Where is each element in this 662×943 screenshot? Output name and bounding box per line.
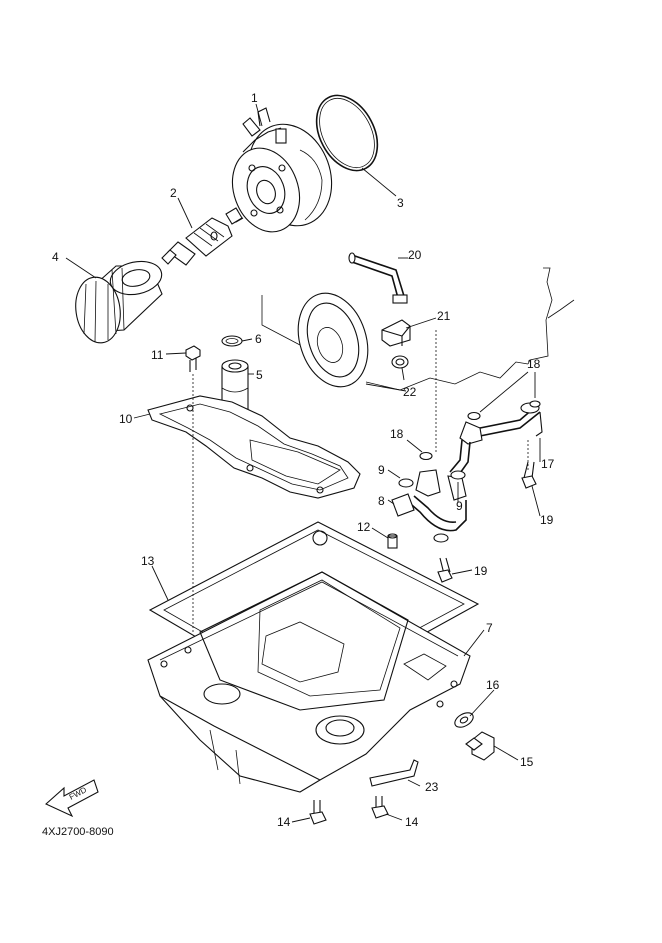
oil-filter xyxy=(75,260,163,344)
callout-8: 8 xyxy=(378,494,385,508)
clip-fitting xyxy=(391,355,409,369)
alignment-lines xyxy=(192,330,529,634)
dowel-pin xyxy=(387,533,398,549)
callout-18b: 18 xyxy=(527,357,541,371)
callout-labels: 1 2 3 4 5 6 7 8 9 9 10 11 12 13 14 14 15… xyxy=(52,91,555,829)
bolt-14-right xyxy=(371,796,389,819)
bolt-19-lower xyxy=(437,557,453,583)
oil-pan xyxy=(147,571,471,793)
bolt-11 xyxy=(185,345,201,372)
callout-22: 22 xyxy=(403,385,417,399)
union-bolt xyxy=(161,207,243,266)
callout-13: 13 xyxy=(141,554,155,568)
drain-bolt xyxy=(465,731,495,761)
callout-2: 2 xyxy=(170,186,177,200)
oil-strainer xyxy=(147,395,361,499)
callout-12: 12 xyxy=(357,520,371,534)
callout-23: 23 xyxy=(425,780,439,794)
diagram-reference-code: 4XJ2700-8090 xyxy=(42,826,114,838)
callout-4: 4 xyxy=(52,250,59,264)
oil-cooler xyxy=(231,107,333,233)
o-ring-small xyxy=(221,335,243,347)
callout-9a: 9 xyxy=(378,463,385,477)
bracket xyxy=(369,759,419,787)
oil-pipe-assembly xyxy=(391,402,543,543)
callout-1: 1 xyxy=(251,91,258,105)
o-rings-18 xyxy=(419,400,541,461)
o-ring-large xyxy=(315,94,379,172)
callout-6: 6 xyxy=(255,332,262,346)
callout-14b: 14 xyxy=(405,815,419,829)
callout-5: 5 xyxy=(256,368,263,382)
callout-9b: 9 xyxy=(456,499,463,513)
callout-16: 16 xyxy=(486,678,500,692)
grommet xyxy=(381,319,411,347)
callout-14a: 14 xyxy=(277,815,291,829)
callout-21: 21 xyxy=(437,309,451,323)
o-rings-9 xyxy=(398,470,466,488)
forward-direction-arrow: FWD xyxy=(45,779,99,818)
callout-11: 11 xyxy=(151,348,164,362)
drain-gasket xyxy=(454,712,474,728)
callout-7: 7 xyxy=(486,621,493,635)
bolt-14-left xyxy=(309,800,327,825)
callout-19b: 19 xyxy=(474,564,488,578)
callout-10: 10 xyxy=(119,412,133,426)
leader-lines xyxy=(65,103,541,823)
callout-17: 17 xyxy=(541,457,555,471)
callout-18a: 18 xyxy=(390,427,404,441)
callout-15: 15 xyxy=(520,755,534,769)
bolt-19-upper xyxy=(521,461,537,489)
breather-pipe xyxy=(348,252,408,304)
callout-20: 20 xyxy=(408,248,422,262)
crankcase-outline xyxy=(261,267,575,391)
callout-19a: 19 xyxy=(540,513,554,527)
callout-3: 3 xyxy=(397,196,404,210)
